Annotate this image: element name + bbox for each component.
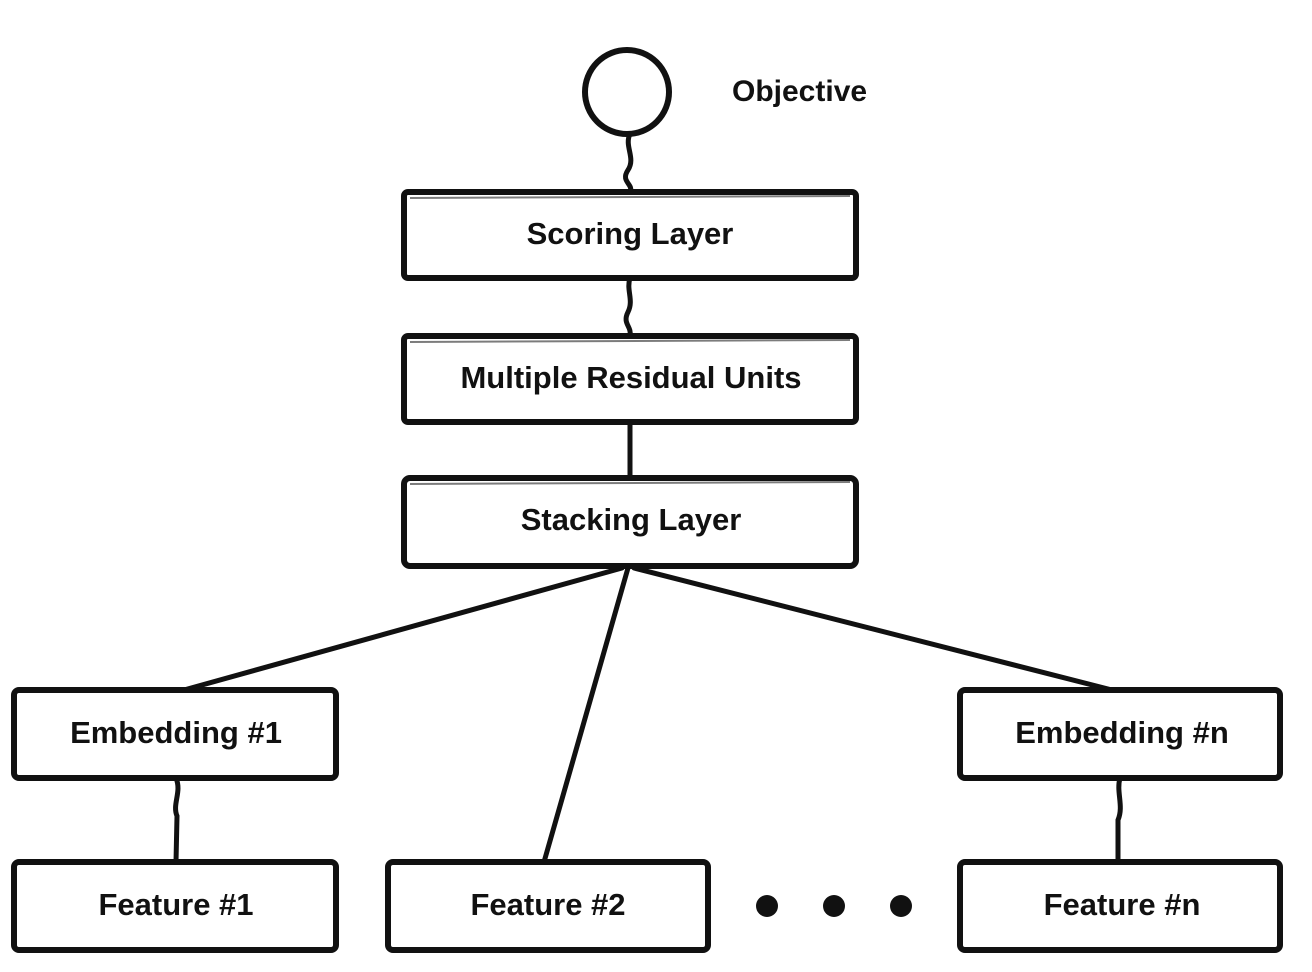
- connector-stacking-embedding-n: [631, 565, 1115, 693]
- feature-2-label: Feature #2: [470, 887, 625, 922]
- objective-label: Objective: [732, 75, 867, 108]
- feature-1-box: [11, 859, 339, 953]
- scoring-layer-label: Scoring Layer: [527, 216, 734, 251]
- feature-2-box: [385, 859, 711, 953]
- ellipsis-dot: [756, 895, 778, 917]
- stacking-layer-box: [401, 475, 859, 569]
- ellipsis-dots: [756, 895, 912, 917]
- embedding-1-box: [11, 687, 339, 781]
- feature-n-label: Feature #n: [1044, 887, 1201, 922]
- connector-embedding-1-feature-1: [173, 775, 181, 865]
- connector-scoring-residual: [623, 275, 633, 339]
- embedding-n-box: [957, 687, 1283, 781]
- connector-stacking-feature-2: [541, 565, 631, 865]
- residual-units-box: [401, 333, 859, 425]
- feature-n-box: [957, 859, 1283, 953]
- scoring-layer-box: [401, 189, 859, 281]
- objective-node: [582, 47, 672, 137]
- connector-embedding-n-feature-n: [1115, 775, 1123, 865]
- feature-1-label: Feature #1: [98, 887, 253, 922]
- connector-objective-scoring: [623, 131, 634, 195]
- embedding-1-label: Embedding #1: [70, 715, 282, 750]
- connector-stacking-embedding-1: [181, 565, 625, 693]
- ellipsis-dot: [890, 895, 912, 917]
- embedding-n-label: Embedding #n: [1015, 715, 1229, 750]
- ellipsis-dot: [823, 895, 845, 917]
- stacking-layer-label: Stacking Layer: [521, 502, 742, 537]
- residual-units-label: Multiple Residual Units: [460, 360, 801, 395]
